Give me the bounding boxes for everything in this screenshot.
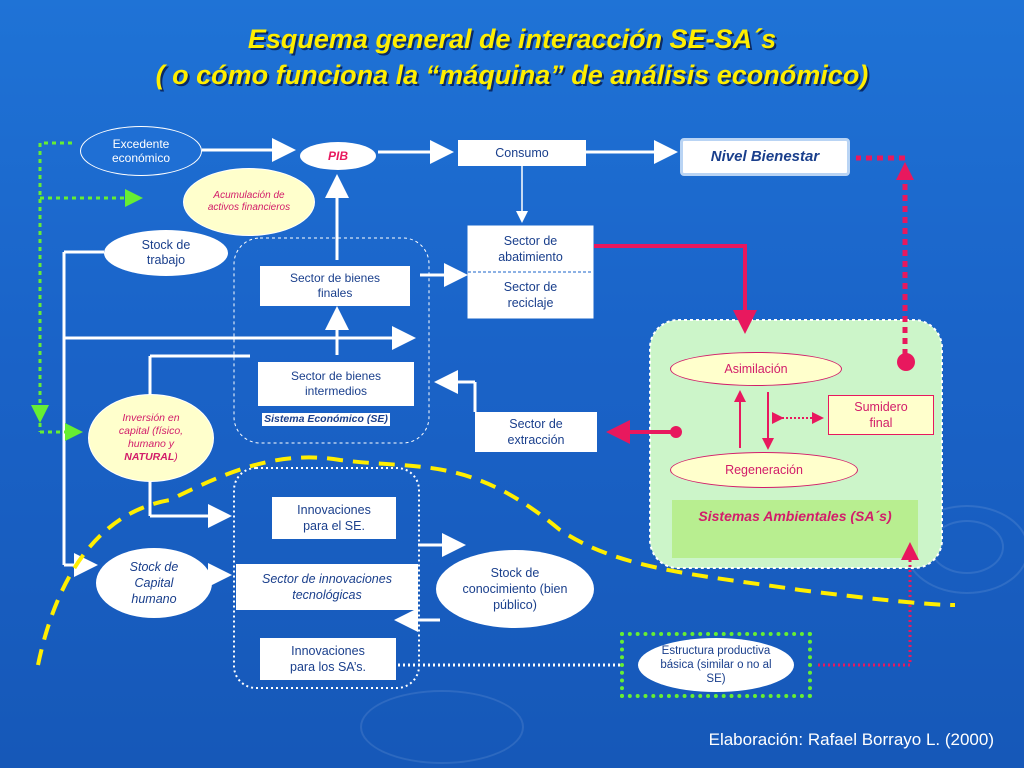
estructura-productiva-node: Estructura productiva básica (similar o … xyxy=(620,632,812,698)
sistema-economico-label: Sistema Económico (SE) xyxy=(262,413,390,426)
stock-trabajo-node: Stock de trabajo xyxy=(104,230,228,276)
estructura-productiva-inner: Estructura productiva básica (similar o … xyxy=(638,638,794,692)
nivel-bienestar-label: Nivel Bienestar xyxy=(710,148,820,165)
sumidero-final-label: Sumidero final xyxy=(854,400,908,430)
economic-system-region xyxy=(233,237,430,444)
stock-conocimiento-node: Stock de conocimiento (bien público) xyxy=(436,550,594,628)
excedente-label: Excedente económico xyxy=(111,137,171,165)
excedente-node: Excedente económico xyxy=(80,126,202,176)
sistemas-ambientales-label: Sistemas Ambientales (SA´s) xyxy=(698,508,892,524)
pib-label: PIB xyxy=(327,149,348,163)
regeneracion-label: Regeneración xyxy=(725,463,803,477)
nivel-bienestar-node: Nivel Bienestar xyxy=(680,138,850,176)
stock-capital-humano-node: Stock de Capital humano xyxy=(96,548,212,618)
sector-innovaciones-node: Sector de innovaciones tecnológicas xyxy=(236,564,418,610)
sector-reciclaje-node: Sector de reciclaje xyxy=(470,274,591,316)
pib-node: PIB xyxy=(300,142,376,170)
consumo-node: Consumo xyxy=(458,140,586,166)
innovation-region xyxy=(233,467,420,689)
innovaciones-sas-label: Innovaciones para los SA’s. xyxy=(290,644,366,674)
credit-text: Elaboración: Rafael Borrayo L. (2000) xyxy=(708,730,994,749)
asimilacion-label: Asimilación xyxy=(724,362,788,376)
stock-conocimiento-label: Stock de conocimiento (bien público) xyxy=(462,566,568,612)
acumulacion-label: Acumulación de activos financieros xyxy=(207,190,291,213)
ripple-decoration xyxy=(360,690,524,764)
sector-bienes-finales-label: Sector de bienes finales xyxy=(289,271,381,300)
consumo-label: Consumo xyxy=(495,146,549,160)
stock-capital-humano-label: Stock de Capital humano xyxy=(129,560,179,606)
sector-extraccion-node: Sector de extracción xyxy=(475,412,597,452)
innovaciones-se-label: Innovaciones para el SE. xyxy=(297,503,371,533)
inversion-capital-text: Inversión en capital (físico, humano y N… xyxy=(118,412,184,463)
estructura-productiva-label: Estructura productiva básica (similar o … xyxy=(660,645,772,685)
regeneracion-node: Regeneración xyxy=(670,452,858,488)
sumidero-final-node: Sumidero final xyxy=(828,395,934,435)
sector-abatimiento-label: Sector de abatimiento xyxy=(498,234,563,264)
sector-extraccion-label: Sector de extracción xyxy=(507,417,565,447)
acumulacion-node: Acumulación de activos financieros xyxy=(183,168,315,236)
sector-abatimiento-node: Sector de abatimiento xyxy=(470,228,591,270)
inversion-capital-node: Inversión en capital (físico, humano y N… xyxy=(88,394,214,482)
inversion-natural-label: NATURAL xyxy=(124,451,175,463)
inversion-capital-label: Inversión en capital (físico, humano y xyxy=(118,412,184,450)
sector-innovaciones-label: Sector de innovaciones tecnológicas xyxy=(262,572,392,602)
sector-reciclaje-label: Sector de reciclaje xyxy=(503,280,558,310)
title-line-1: Esquema general de interacción SE-SA´s xyxy=(247,24,777,54)
sector-bienes-finales-node: Sector de bienes finales xyxy=(260,266,410,306)
innovaciones-se-node: Innovaciones para el SE. xyxy=(272,497,396,539)
title-line-2: ( o cómo funciona la “máquina” de anális… xyxy=(155,60,869,90)
innovaciones-sas-node: Innovaciones para los SA’s. xyxy=(260,638,396,680)
stock-trabajo-label: Stock de trabajo xyxy=(141,238,191,267)
asimilacion-node: Asimilación xyxy=(670,352,842,386)
sector-bienes-intermedios-label: Sector de bienes intermedios xyxy=(290,369,382,398)
sector-bienes-intermedios-node: Sector de bienes intermedios xyxy=(258,362,414,406)
